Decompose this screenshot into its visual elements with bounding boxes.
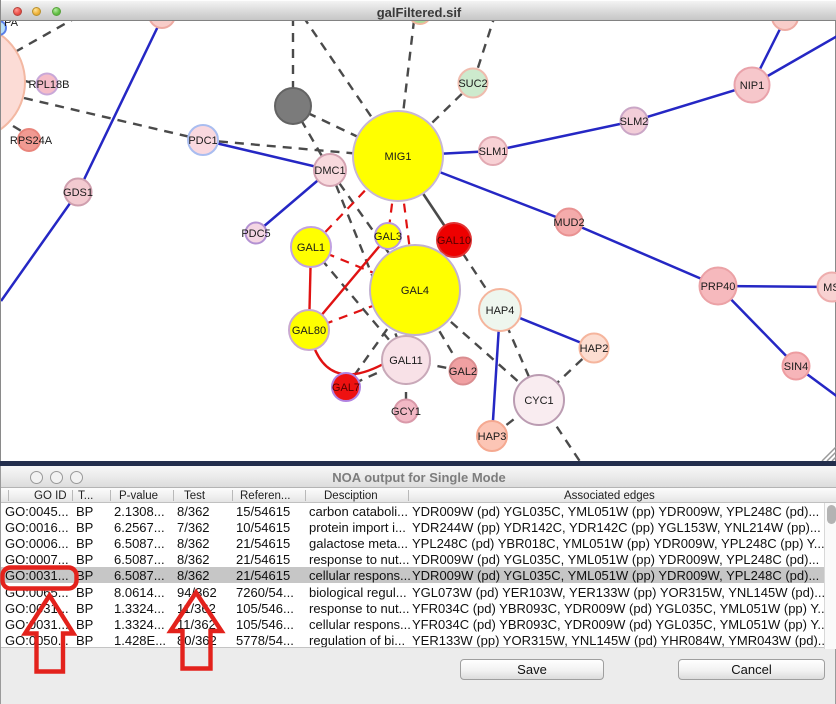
svg-text:GDS1: GDS1 (63, 187, 93, 199)
svg-text:CYC1: CYC1 (524, 395, 553, 407)
svg-text:SLM2: SLM2 (620, 116, 649, 128)
svg-text:MSI1: MSI1 (823, 282, 836, 294)
svg-text:RPL18B: RPL18B (29, 79, 70, 91)
svg-text:DMC1: DMC1 (314, 165, 345, 177)
svg-text:SUC2: SUC2 (458, 78, 487, 90)
svg-text:GAL3: GAL3 (374, 231, 402, 243)
svg-text:PDC5: PDC5 (241, 228, 270, 240)
svg-text:GAL10: GAL10 (437, 235, 471, 247)
svg-text:RPS24A: RPS24A (10, 135, 53, 147)
svg-text:GAL11: GAL11 (389, 355, 422, 367)
svg-text:GAL2: GAL2 (449, 366, 477, 378)
svg-text:HAP3: HAP3 (478, 431, 507, 443)
svg-text:NIP1: NIP1 (740, 80, 764, 92)
svg-text:SLM1: SLM1 (479, 146, 508, 158)
svg-text:HAP4: HAP4 (486, 305, 515, 317)
svg-text:GCY1: GCY1 (391, 406, 421, 418)
svg-text:MIG1: MIG1 (385, 151, 412, 163)
svg-text:PRP40: PRP40 (701, 281, 736, 293)
svg-text:MUD2: MUD2 (553, 217, 584, 229)
svg-text:GAL4: GAL4 (401, 285, 429, 297)
svg-text:PDC1: PDC1 (188, 135, 217, 147)
svg-text:SIN4: SIN4 (784, 361, 808, 373)
svg-text:GAL7: GAL7 (332, 382, 360, 394)
svg-text:GAL80: GAL80 (292, 325, 326, 337)
svg-text:GAL1: GAL1 (297, 242, 325, 254)
svg-text:HAP2: HAP2 (580, 343, 609, 355)
